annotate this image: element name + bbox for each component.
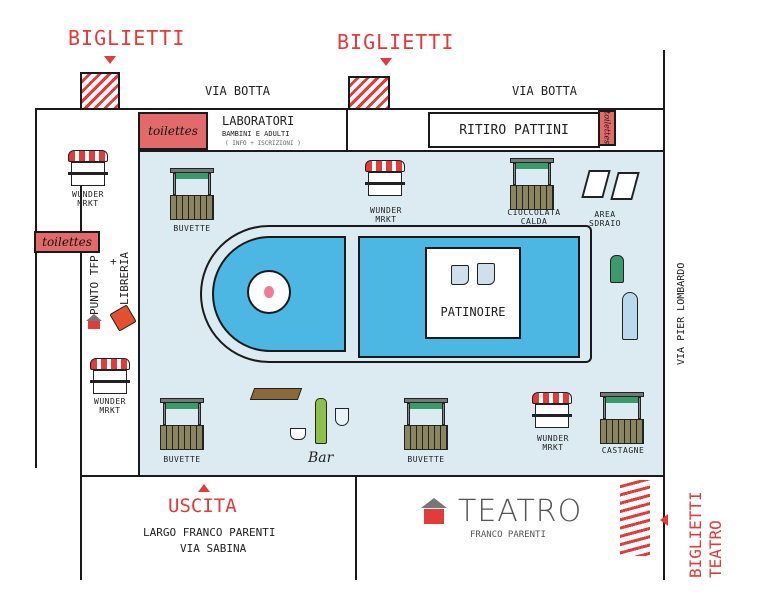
glass-icon: [335, 408, 349, 426]
bottle-icon: [315, 398, 327, 444]
skate-icon: [477, 263, 495, 285]
flamingo-icon: [247, 270, 291, 314]
street-via-botta-1: VIA BOTTA: [205, 84, 271, 98]
left-corridor: [80, 150, 140, 475]
stall-cioccolata-label: CIOCCOLATA CALDA: [507, 208, 561, 226]
theatre-logo-base: [424, 509, 444, 524]
stall-wunder-4[interactable]: [532, 392, 572, 428]
right-street-line: [663, 50, 665, 580]
punto-tfp: PUNTO TFP: [88, 255, 101, 315]
patinoire-box[interactable]: PATINOIRE: [425, 247, 521, 339]
tickets-teatro-label: BIGLIETTI TEATRO: [686, 491, 725, 578]
arrow-left-icon: [660, 514, 668, 526]
stall-wunder-2[interactable]: [90, 358, 130, 394]
stall-wunder-3-label: WUNDER MRKT: [370, 206, 402, 224]
laboratori-title: LABORATORI: [222, 114, 295, 128]
stall-cioccolata[interactable]: [510, 158, 554, 210]
stall-buvette-2[interactable]: [160, 398, 204, 450]
stall-buvette-3[interactable]: [404, 398, 448, 450]
street-via-sabina: VIA SABINA: [180, 542, 247, 555]
punto-plus: +: [110, 255, 117, 268]
stall-buvette-3-label: BUVETTE: [407, 455, 445, 464]
stall-wunder-4-label: WUNDER MRKT: [537, 434, 569, 452]
arrow-down-icon: [104, 56, 116, 64]
left-wall: [35, 108, 37, 468]
toilettes-1[interactable]: toilettes: [138, 112, 208, 150]
toilettes-3[interactable]: toilettes: [34, 231, 100, 253]
libreria: LIBRERIA: [118, 252, 131, 305]
stall-wunder-1-label: WUNDER MRKT: [72, 190, 104, 208]
stall-castagne-label: CASTAGNE: [601, 446, 645, 455]
street-via-pier-lombardo: VIA PIER LOMBARDO: [676, 262, 687, 365]
arrow-down-icon: [380, 58, 392, 66]
elf-figure-icon: [610, 255, 624, 283]
stall-castagne[interactable]: [600, 392, 644, 444]
bottom-wall: [80, 475, 665, 477]
top-wall: [35, 108, 665, 110]
bottom-street-line: [355, 475, 357, 580]
laboratori-area: [208, 110, 348, 150]
theatre-logo-icon: [86, 314, 102, 321]
laboratori-note: ( INFO + ISCRIZIONI ): [225, 140, 301, 147]
area-sdraio-label: AREA SDRAIO: [589, 210, 621, 228]
stall-buvette-1-label: BUVETTE: [173, 224, 211, 233]
stall-wunder-2-label: WUNDER MRKT: [94, 397, 126, 415]
stall-wunder-3[interactable]: [365, 160, 405, 196]
street-largo: LARGO FRANCO PARENTI: [143, 526, 276, 539]
uscita-label: USCITA: [168, 495, 237, 517]
tickets-label-1: BIGLIETTI: [68, 26, 186, 50]
skate-icon: [451, 265, 469, 285]
cup-icon: [290, 428, 306, 440]
ticket-booth-2[interactable]: [348, 76, 390, 110]
theatre-logo-icon: [421, 498, 447, 508]
street-via-botta-2: VIA BOTTA: [512, 84, 578, 98]
left-street-line: [80, 420, 82, 580]
teatro-title: TEATRO: [458, 494, 583, 529]
skater-figure-icon: [622, 292, 638, 340]
ticket-booth-1[interactable]: [80, 72, 120, 110]
ritiro-pattini[interactable]: RITIRO PATTINI: [428, 112, 600, 148]
tickets-label-2: BIGLIETTI: [337, 30, 455, 54]
ticket-booth-teatro[interactable]: [620, 480, 650, 556]
teatro-sub: FRANCO PARENTI: [470, 530, 546, 540]
table-icon: [249, 388, 303, 400]
toilettes-2[interactable]: toilettes: [598, 110, 616, 146]
theatre-logo-base: [88, 321, 100, 329]
arrow-up-icon: [198, 484, 210, 492]
stall-wunder-1[interactable]: [68, 150, 108, 186]
laboratori-sub: BAMBINI E ADULTI: [222, 130, 290, 138]
stall-buvette-1[interactable]: [170, 168, 214, 220]
bar-label: Bar: [308, 450, 334, 466]
stall-buvette-2-label: BUVETTE: [163, 455, 201, 464]
patinoire-label: PATINOIRE: [440, 305, 506, 319]
